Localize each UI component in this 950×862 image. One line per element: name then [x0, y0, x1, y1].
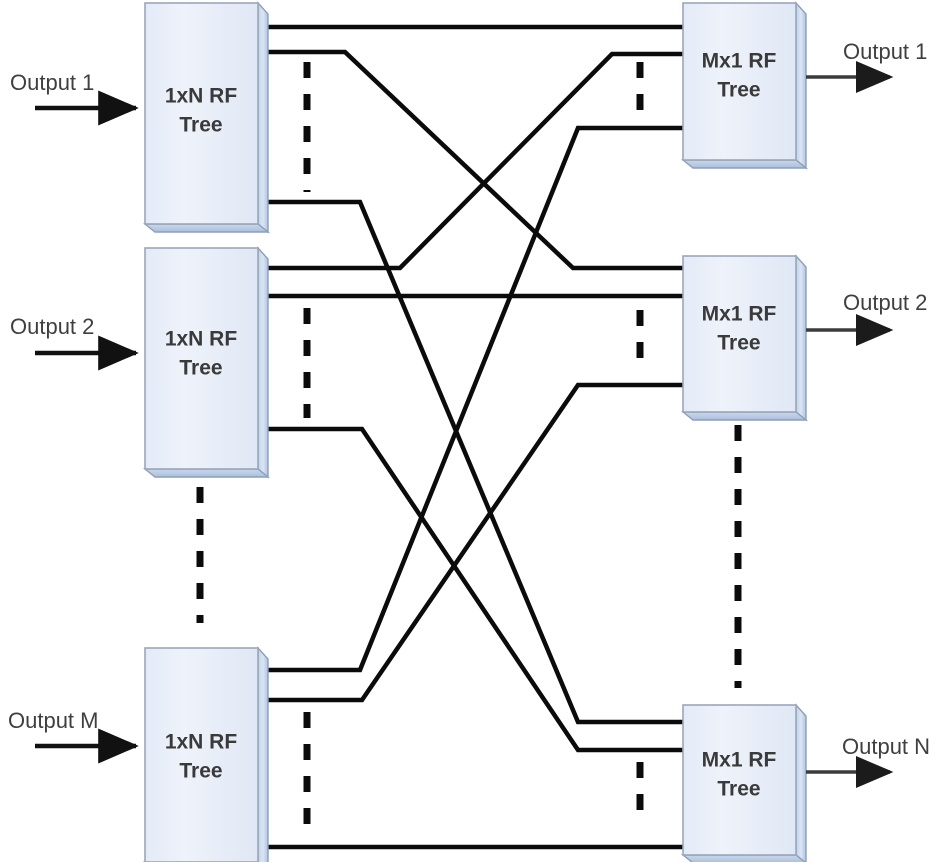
wire-l3b-to-r2c [258, 382, 683, 703]
block-right-2-face [682, 255, 797, 413]
block-left-2-label-line2: Tree [179, 357, 222, 380]
wire-l2c-to-r3b [258, 426, 683, 753]
block-left-3[interactable]: 1xN RF Tree [143, 646, 269, 862]
block-left-1[interactable]: 1xN RF Tree [143, 1, 270, 234]
block-right-1[interactable]: Mx1 RF Tree [681, 1, 808, 170]
block-right-3-face [682, 704, 797, 856]
block-left-1-face [144, 2, 259, 225]
input-arrow-1-group: Output 1 [10, 70, 139, 126]
output-arrow-1-group: Output 1 [806, 39, 927, 93]
wire-l1b-to-r2a [258, 49, 683, 271]
block-left-2-side [257, 246, 269, 479]
input-label-1: Output 1 [10, 70, 94, 95]
block-left-3-face [144, 647, 259, 862]
input-arrow-2-group: Output 2 [10, 314, 139, 371]
input-arrow-m-group: Output M [8, 708, 139, 764]
block-right-2[interactable]: Mx1 RF Tree [681, 254, 808, 422]
output-label-1: Output 1 [843, 39, 927, 64]
block-left-1-side [257, 1, 269, 234]
column-ellipsis-marks [196, 425, 742, 688]
block-right-2-label-line2: Tree [717, 332, 760, 355]
block-right-1-bottom [681, 159, 808, 169]
block-left-2-label-line1: 1xN RF [165, 328, 238, 351]
block-right-1-side [795, 1, 807, 170]
block-right-3-label-line1: Mx1 RF [702, 749, 777, 772]
block-right-2-bottom [681, 411, 808, 421]
block-left-1-label-line1: 1xN RF [165, 85, 238, 108]
output-arrow-n-group: Output N [806, 734, 930, 788]
block-right-2-side [795, 254, 807, 422]
wire-l1c-to-r3a [258, 199, 683, 725]
input-label-m: Output M [8, 708, 98, 733]
block-left-2-bottom [143, 468, 270, 478]
block-left-2-face [144, 247, 259, 470]
block-right-3-side [795, 703, 807, 862]
block-left-3-side [257, 646, 269, 862]
output-label-n: Output N [842, 734, 930, 759]
block-left-2[interactable]: 1xN RF Tree [143, 246, 270, 479]
block-left-1-bottom [143, 223, 270, 233]
block-right-1-label-line1: Mx1 RF [702, 50, 777, 73]
block-right-3-bottom [681, 854, 806, 862]
block-right-3-label-line2: Tree [717, 778, 760, 801]
port-ellipsis-marks [303, 62, 644, 836]
block-left-3-label-line2: Tree [179, 760, 222, 783]
block-left-1-label-line2: Tree [179, 114, 222, 137]
block-right-1-label-line2: Tree [717, 79, 760, 102]
output-arrow-2-group: Output 2 [806, 290, 927, 346]
block-right-3[interactable]: Mx1 RF Tree [681, 703, 807, 862]
block-left-3-label-line1: 1xN RF [165, 731, 238, 754]
wire-l2a-to-r1b [258, 51, 683, 271]
wire-l3a-to-r1c [258, 125, 683, 673]
interconnect-wires [258, 24, 683, 850]
output-label-2: Output 2 [843, 290, 927, 315]
block-right-1-face [682, 2, 797, 161]
input-label-2: Output 2 [10, 314, 94, 339]
block-right-2-label-line1: Mx1 RF [702, 303, 777, 326]
